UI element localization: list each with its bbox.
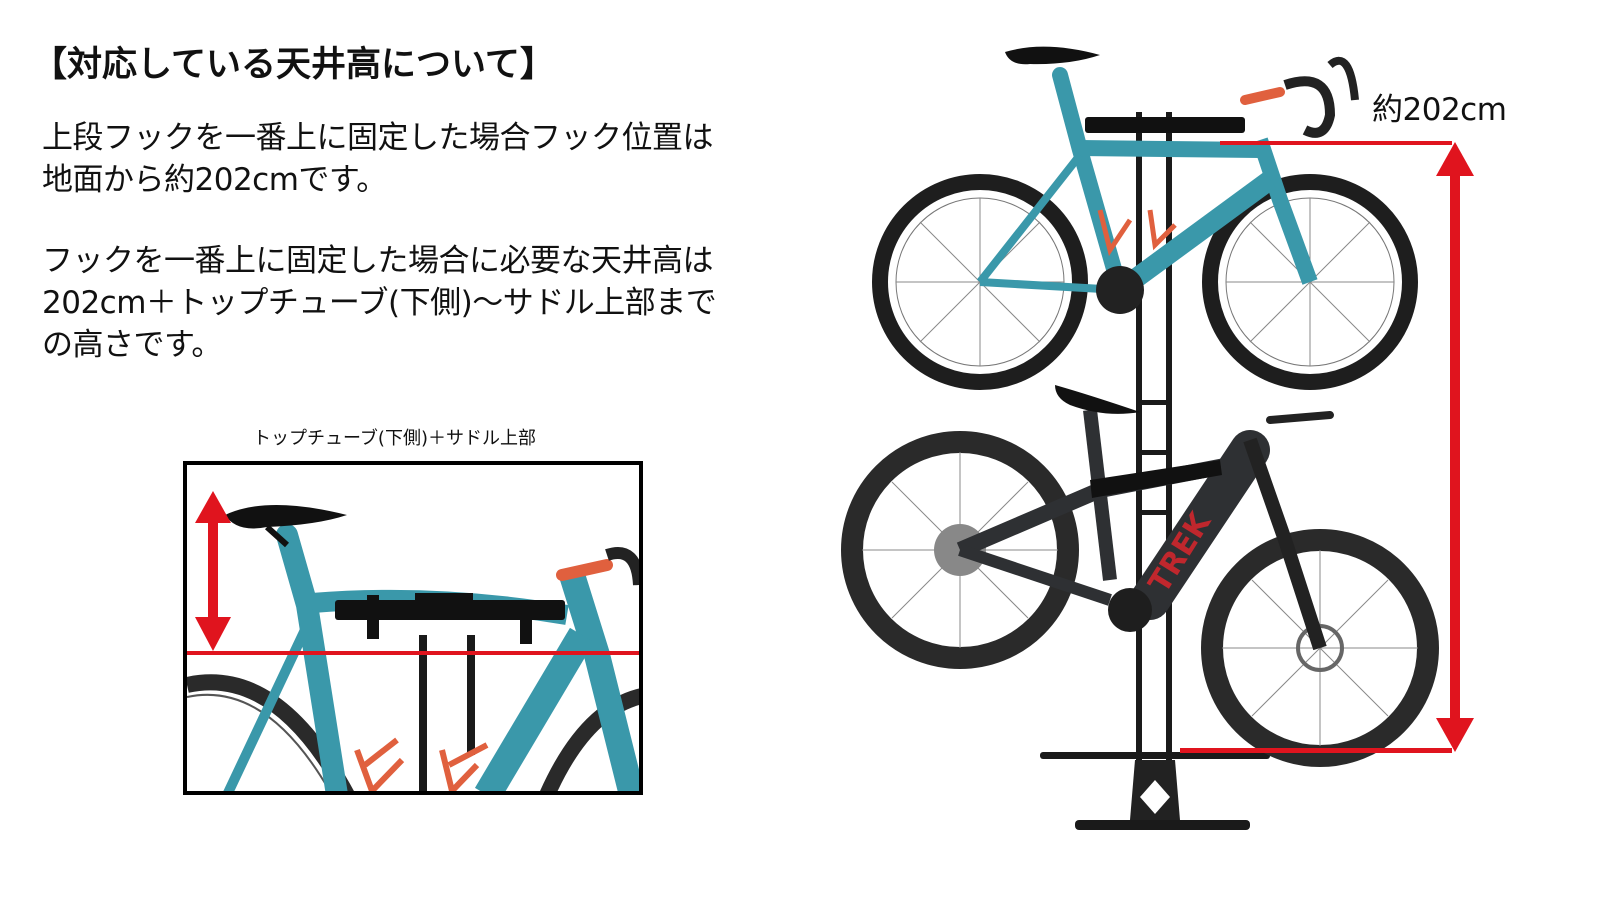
paragraph-line: の高さです。 (42, 327, 222, 363)
height-measurement (1180, 141, 1474, 753)
inset-bike-closeup (187, 491, 639, 791)
bike-stand-diagram: TREK (841, 46, 1474, 830)
trek-logo: TREK (1142, 505, 1219, 599)
paragraph-line: 地面から約202cmです。 (42, 162, 387, 198)
double-arrow-icon (195, 491, 231, 651)
page-title: 【対応している天井高について】 (32, 45, 555, 85)
inset-caption: トップチューブ(下側)＋サドル上部 (253, 428, 536, 449)
paragraph-line: 上段フックを一番上に固定した場合フック位置は (42, 120, 714, 156)
bike-stand (1040, 112, 1270, 830)
ground-line (1180, 748, 1452, 753)
arrow-up-icon (1436, 142, 1474, 176)
upper-hook-line (1220, 141, 1452, 145)
saddle-height-inset (183, 461, 643, 795)
height-label: 約202cm (1372, 92, 1507, 128)
hook-position-paragraph: 上段フックを一番上に固定した場合フック位置は 地面から約202cmです。 (42, 117, 714, 201)
road-bike-upper (872, 46, 1418, 390)
mountain-ebike-lower: TREK (841, 385, 1439, 767)
paragraph-line: フックを一番上に固定した場合に必要な天井高は (42, 243, 714, 279)
ceiling-height-paragraph: フックを一番上に固定した場合に必要な天井高は 202cm＋トップチューブ(下側)… (42, 240, 717, 366)
top-tube-line (187, 651, 639, 655)
arrow-down-icon (1436, 718, 1474, 752)
paragraph-line: 202cm＋トップチューブ(下側)～サドル上部まで (42, 285, 717, 321)
